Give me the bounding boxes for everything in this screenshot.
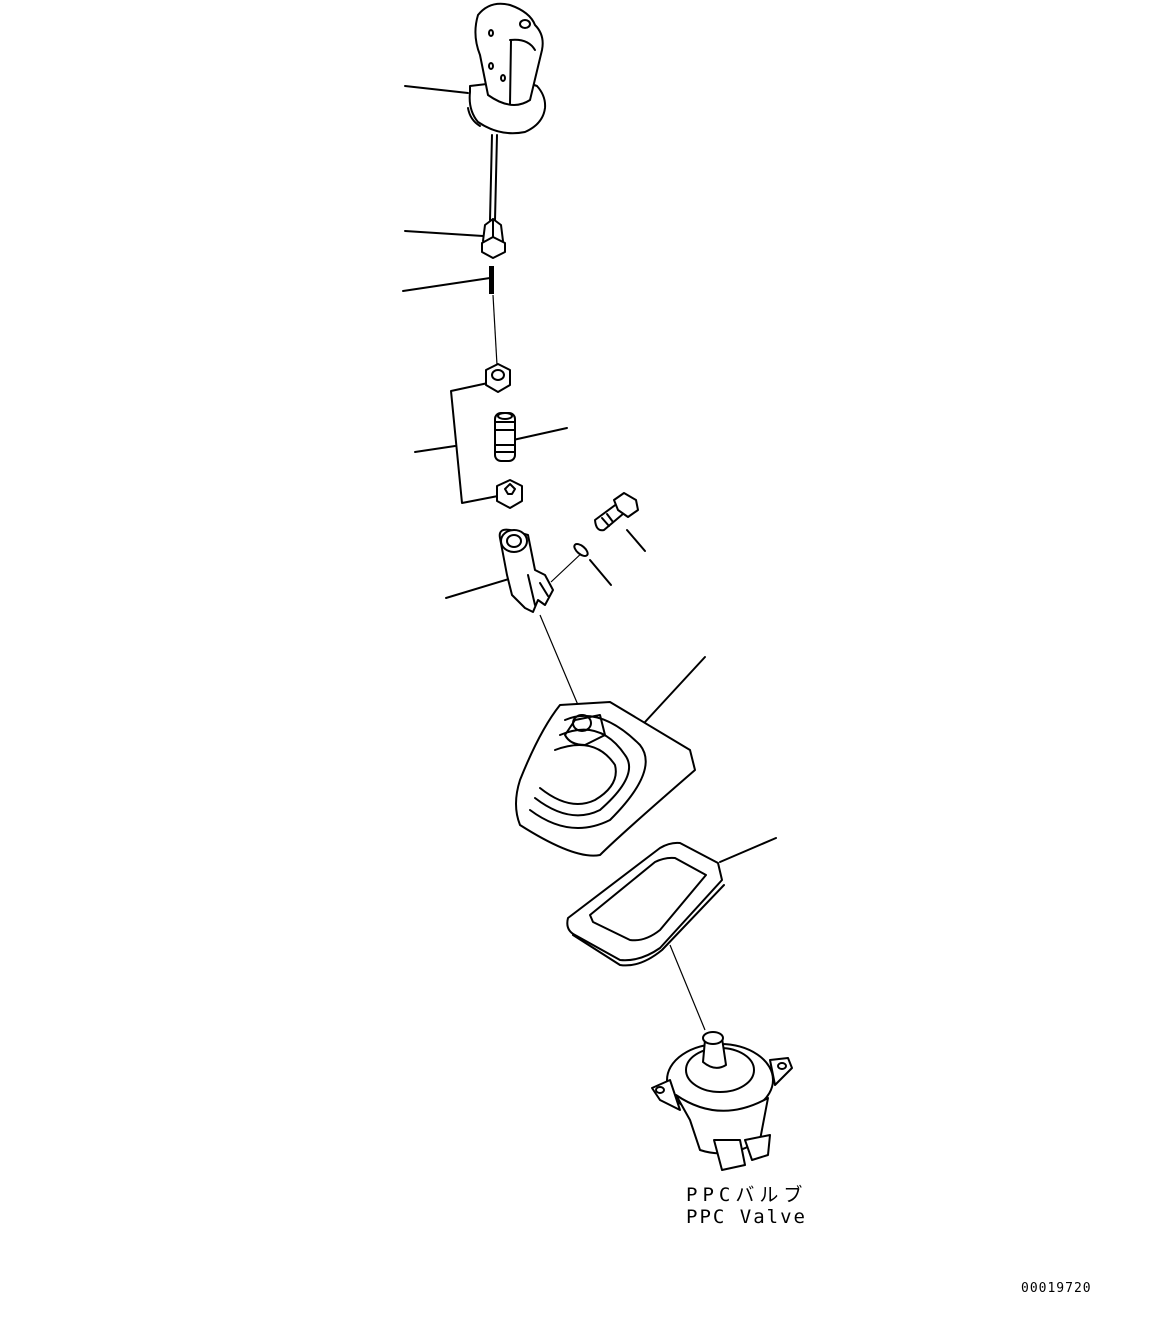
plate-part	[566, 841, 725, 967]
nut-top-part	[485, 363, 511, 393]
lever-knob-part	[467, 2, 547, 221]
lever-bracket-part	[498, 528, 554, 613]
washer-part	[573, 543, 589, 557]
connector-part	[481, 218, 506, 259]
ppc-valve-part	[651, 1031, 793, 1171]
leader-lines	[402, 85, 777, 1031]
boot-part	[515, 701, 696, 857]
nut-bottom-part	[496, 479, 523, 509]
ppc-valve-label-japanese: PPCバルブ	[686, 1184, 808, 1206]
ppc-valve-label-english: PPC Valve	[686, 1206, 807, 1228]
stud-part	[494, 412, 516, 462]
pin-part	[489, 266, 494, 294]
drawing-number: 00019720	[1021, 1281, 1092, 1296]
bolt-part	[594, 492, 639, 532]
